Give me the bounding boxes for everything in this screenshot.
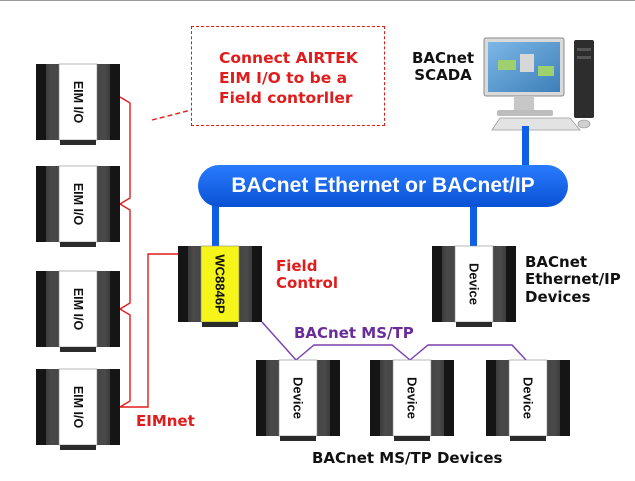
ip-devices-line-2: Ethernet/IP <box>525 270 621 289</box>
eim-module-2: EIM I/O <box>36 165 120 247</box>
field-controller-label: WC8846P <box>213 254 228 314</box>
eimnet-wire-4 <box>120 253 178 408</box>
mstp-devices-label: BACnet MS/TP Devices <box>312 449 503 467</box>
ip-devices-line-1: BACnet <box>525 253 588 271</box>
ip-device-module: Device <box>432 245 516 327</box>
mstp-device-2-label: Device <box>405 377 420 419</box>
eimnet-wiring <box>119 96 178 408</box>
callout-line-3: Field contorller <box>219 89 353 107</box>
eim-module-4-label: EIM I/O <box>71 386 85 429</box>
scada-label-line-1: BACnet <box>412 49 475 67</box>
eimnet-label: EIMnet <box>136 412 195 430</box>
top-border <box>0 0 635 1</box>
mstp-bus-label: BACnet MS/TP <box>294 324 414 342</box>
ethernet-bus <box>198 126 568 246</box>
eimnet-wire-2 <box>119 203 131 310</box>
mstp-wire-1 <box>261 321 297 361</box>
ethernet-bus-label: BACnet Ethernet or BACnet/IP <box>231 174 535 197</box>
mstp-wire-3 <box>409 344 527 361</box>
eimnet-wire-3 <box>119 308 131 408</box>
ip-device-label: Device <box>467 263 482 305</box>
eim-module-3-label: EIM I/O <box>71 288 85 331</box>
eimnet-wire-1 <box>119 96 131 205</box>
callout-text: Connect AIRTEK EIM I/O to be a Field con… <box>219 48 358 108</box>
eim-module-2-label: EIM I/O <box>71 183 85 226</box>
eim-module-3: EIM I/O <box>36 270 120 352</box>
eim-module-1-label: EIM I/O <box>71 81 85 124</box>
eim-module-1: EIM I/O <box>36 63 120 145</box>
field-control-line-1: Field <box>276 257 318 275</box>
mstp-device-1: Device <box>256 359 340 441</box>
scada-computer-icon <box>483 37 594 131</box>
scada-label: BACnet SCADA <box>412 49 475 85</box>
mstp-device-3-label: Device <box>521 377 536 419</box>
callout-box <box>191 26 385 126</box>
mstp-wire-2 <box>295 344 411 361</box>
field-control-label: Field Control <box>276 257 339 293</box>
eim-module-4: EIM I/O <box>36 368 120 450</box>
scada-label-line-2: SCADA <box>414 66 472 85</box>
mstp-device-2: Device <box>370 359 454 441</box>
callout-line-1: Connect AIRTEK <box>219 49 358 67</box>
mstp-wiring <box>261 321 527 361</box>
ip-devices-line-3: Devices <box>525 287 591 306</box>
mstp-device-3: Device <box>486 359 570 441</box>
ip-devices-label: BACnet Ethernet/IP Devices <box>525 253 621 306</box>
callout-pointer <box>151 109 192 121</box>
callout-line-2: EIM I/O to be a <box>219 69 348 87</box>
mstp-device-1-label: Device <box>291 377 306 419</box>
field-control-line-2: Control <box>276 274 339 293</box>
field-controller-module: WC8846P <box>178 245 262 327</box>
